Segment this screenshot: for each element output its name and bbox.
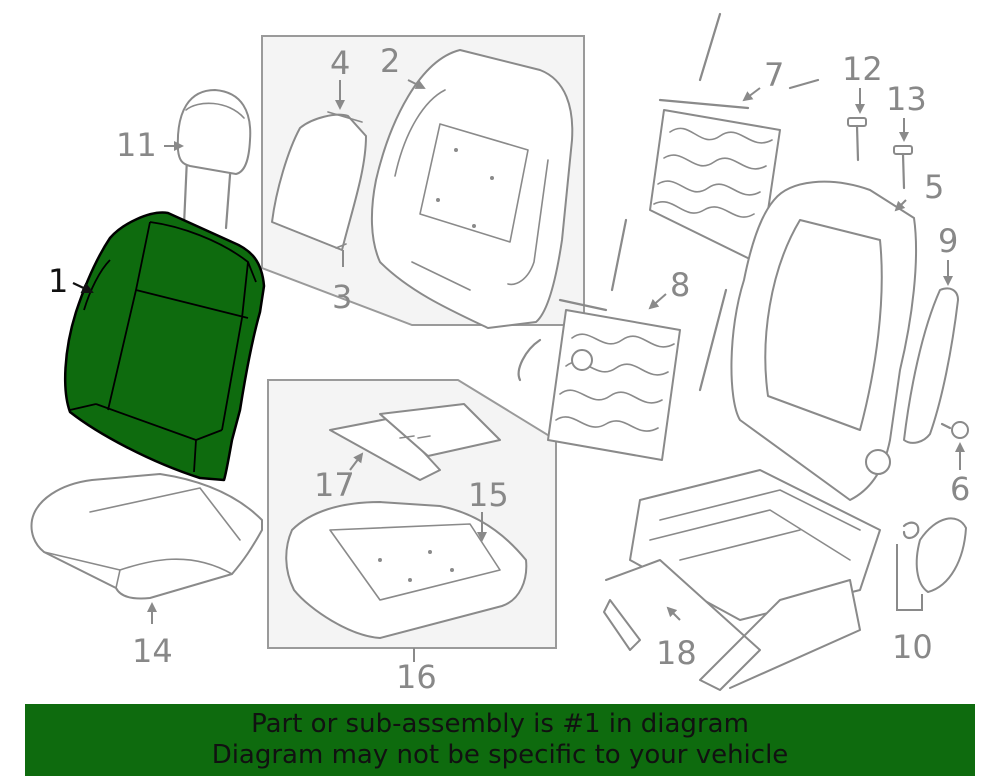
bolt-6[interactable] [940,421,969,439]
leader-8 [648,293,667,310]
callout-5: 5 [924,168,944,206]
cushion-foam[interactable] [285,501,528,639]
leader-2 [407,79,426,89]
bolt-12[interactable] [847,117,867,162]
upper-spring-mat[interactable] [649,12,820,265]
side-trim-panel[interactable] [903,287,959,444]
banner-line-2: Diagram may not be specific to your vehi… [211,740,789,770]
callout-10: 10 [892,628,933,666]
callout-4: 4 [330,44,350,82]
callout-18: 18 [656,634,697,672]
track-trim-cover[interactable] [896,517,967,611]
leader-1 [72,282,94,294]
leader-18 [666,606,681,621]
callout-9: 9 [938,222,958,260]
leader-7 [742,87,761,102]
callout-16: 16 [396,658,437,696]
leader-17 [349,452,364,471]
callout-17: 17 [314,466,355,504]
seat-cushion[interactable] [30,473,263,600]
backrest-pad[interactable] [271,111,367,251]
callout-8: 8 [670,266,690,304]
callout-11: 11 [116,126,157,164]
headrest[interactable] [176,89,252,230]
seat-track-frame[interactable] [603,469,881,691]
callout-7: 7 [764,56,784,94]
callout-14: 14 [132,632,173,670]
callout-15: 15 [468,476,509,514]
callout-12: 12 [842,50,883,88]
lower-spring-mat[interactable] [517,218,728,461]
callout-2: 2 [380,42,400,80]
info-banner: Part or sub-assembly is #1 in diagram Di… [25,704,975,776]
banner-line-1: Part or sub-assembly is #1 in diagram [251,709,749,739]
bolt-13[interactable] [893,145,913,190]
cushion-heater-mat[interactable] [329,403,501,481]
leader-5 [894,199,907,212]
callout-13: 13 [886,80,927,118]
seatback-frame[interactable] [730,180,918,501]
callout-6: 6 [950,470,970,508]
callout-1: 1 [48,262,68,300]
backrest-foam[interactable] [370,49,574,329]
seatback-cover-highlighted[interactable] [63,211,266,482]
callout-3: 3 [332,278,352,316]
